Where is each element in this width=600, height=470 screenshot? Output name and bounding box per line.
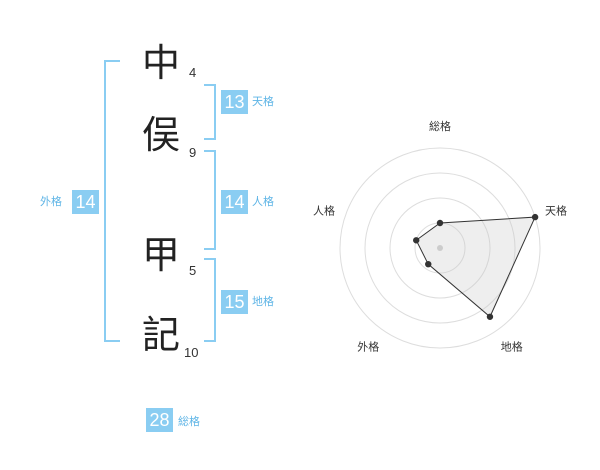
radar-point-2 <box>531 213 539 221</box>
name-char-4: 記 <box>142 313 181 357</box>
radar-grid-ring <box>339 147 541 349</box>
radar-grid-ring <box>389 197 491 299</box>
radar-point-1 <box>436 219 444 227</box>
radar-center-dot <box>437 245 443 251</box>
radar-label-5: 人格 <box>313 203 335 217</box>
gaikaku-badge: 14 <box>72 190 99 214</box>
stroke-count-1: 4 <box>189 65 197 80</box>
stroke-count-3: 5 <box>189 263 197 278</box>
radar-series-polygon <box>415 216 536 318</box>
radar-point-4 <box>425 260 432 268</box>
stroke-count-4: 10 <box>184 345 199 360</box>
chikaku-badge: 15 <box>221 290 248 314</box>
gaikaku-label: 外格 <box>40 195 62 208</box>
jinkaku-badge: 14 <box>221 190 248 214</box>
radar-label-1: 総格 <box>429 119 451 133</box>
chikaku-bracket <box>204 258 216 342</box>
stroke-count-2: 9 <box>189 145 197 160</box>
name-char-2: 俣 <box>142 113 181 157</box>
radar-label-2: 天格 <box>545 203 567 217</box>
soukaku-badge: 28 <box>146 408 173 432</box>
chikaku-label: 地格 <box>252 295 274 308</box>
radar-point-5 <box>413 237 420 244</box>
name-char-3: 甲 <box>142 233 181 277</box>
radar-grid-ring <box>364 172 516 324</box>
soukaku-label: 総格 <box>178 415 200 428</box>
jinkaku-label: 人格 <box>252 195 274 208</box>
radar-label-3: 地格 <box>501 340 523 354</box>
radar-label-4: 外格 <box>357 340 379 354</box>
gaikaku-bracket <box>104 60 120 342</box>
radar-point-3 <box>486 313 494 320</box>
tenkaku-label: 天格 <box>252 95 274 108</box>
tenkaku-bracket <box>204 84 216 140</box>
name-char-1: 中 <box>142 41 181 85</box>
jinkaku-bracket <box>204 150 216 250</box>
tenkaku-badge: 13 <box>221 90 248 114</box>
